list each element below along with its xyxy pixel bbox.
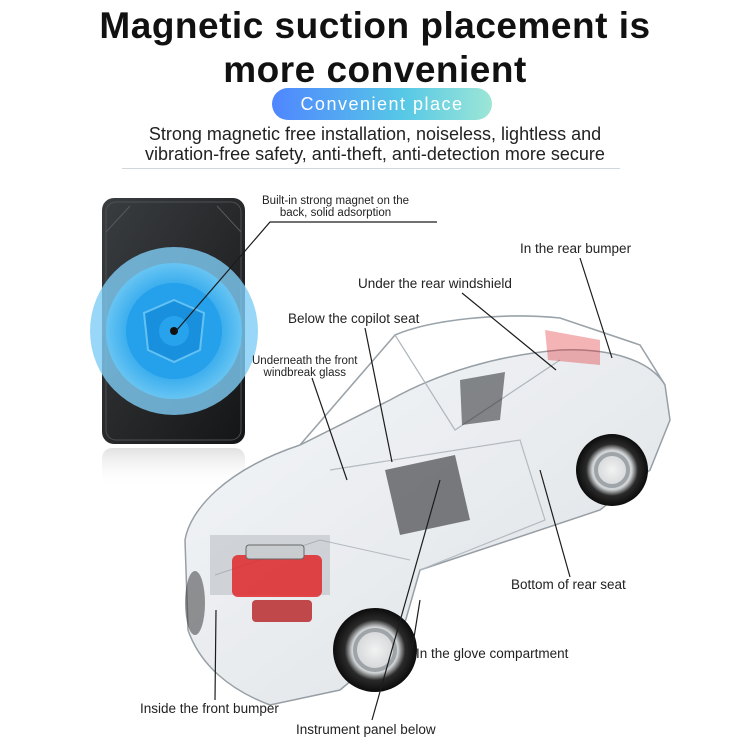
callout-instrument-panel: Instrument panel below: [296, 722, 436, 737]
subtitle-line-1: Strong magnetic free installation, noise…: [148, 124, 602, 144]
magnet-ripple-icon: [90, 247, 258, 415]
headline-line-2: more convenient: [223, 49, 527, 90]
convenient-place-badge: Convenient place: [272, 88, 492, 120]
callout-rear-bumper: In the rear bumper: [520, 241, 632, 256]
callout-magnet-line2: back, solid adsorption: [279, 207, 392, 219]
callout-magnet: Built-in strong magnet on the back, soli…: [262, 195, 409, 219]
divider: [122, 168, 620, 169]
callout-rear-seat: Bottom of rear seat: [511, 577, 626, 592]
callout-front-glass-line2: windbreak glass: [263, 367, 346, 379]
callout-front-bumper: Inside the front bumper: [140, 701, 279, 716]
subtitle-line-2: vibration-free safety, anti-theft, anti-…: [145, 144, 605, 164]
callout-front-glass-line1: Underneath the front: [252, 355, 358, 367]
callout-rear-windshield: Under the rear windshield: [358, 276, 512, 291]
callout-front-glass: Underneath the front windbreak glass: [252, 355, 358, 379]
callout-copilot-seat: Below the copilot seat: [288, 311, 420, 326]
engine-block: [232, 544, 322, 622]
callout-lines: [175, 221, 613, 721]
callout-glove-compartment: In the glove compartment: [416, 646, 569, 661]
headline-line-1: Magnetic suction placement is: [99, 5, 651, 46]
car-illustration: [184, 315, 671, 706]
callout-magnet-line1: Built-in strong magnet on the: [262, 195, 410, 207]
